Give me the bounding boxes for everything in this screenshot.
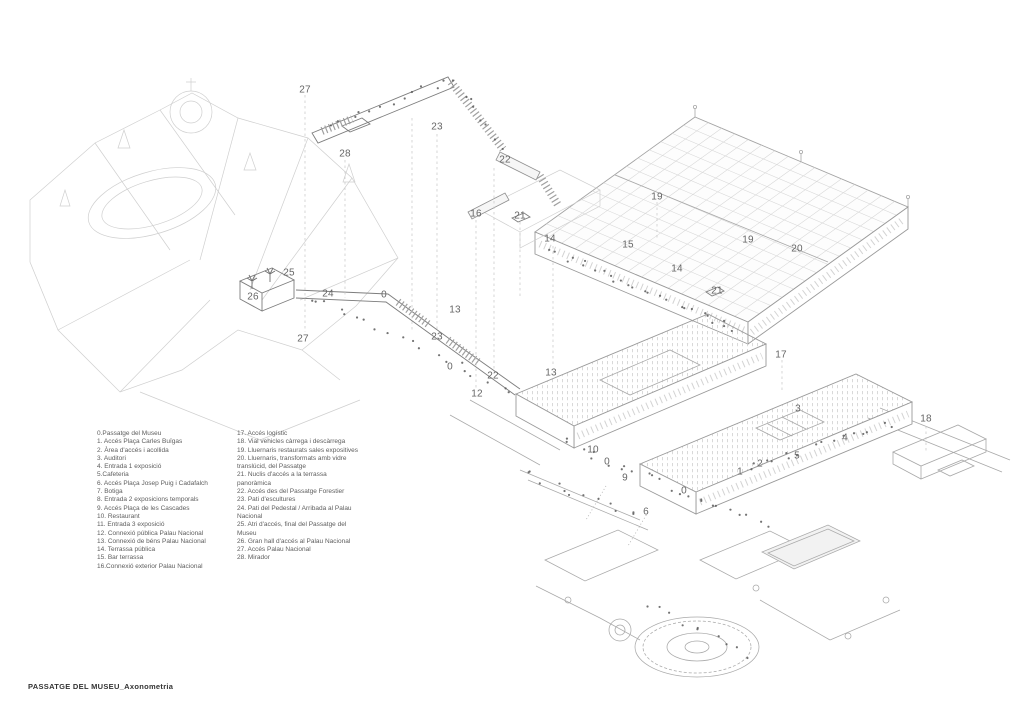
drawing-label-10: 10 [587,444,599,456]
people-dots [311,79,893,660]
legend-item: 0.Passatge del Museu [97,430,162,437]
legend-item: 9. Accés Plaça de les Cascades [97,504,190,512]
legend-item: 2. Àrea d'accés i acollida [97,446,169,454]
drawing-label-24: 24 [322,288,334,300]
legend-item: 27. Accés Palau Nacional [237,546,311,554]
drawing-label-18: 18 [920,413,932,425]
sheet-title: PASSATGE DEL MUSEU_Axonometria [28,682,174,691]
legend-item: 3. Auditori [97,454,126,462]
legend-item: 20. Lluernaris, transformats amb vidre t… [237,454,347,471]
drawing-label-2: 2 [757,458,763,470]
legend-item: 22. Accés des del Passatge Forestier [237,488,345,496]
palau-nacional-sketch [29,78,399,441]
drawing-label-19: 19 [651,191,663,203]
drawing-label-16: 16 [470,208,482,220]
drawing-label-26: 26 [247,291,259,303]
gardens-and-fountain [449,399,901,678]
drawing-label-21: 21 [514,210,526,222]
drawing-label-13: 13 [545,367,557,379]
legend-item: 28. Mirador [237,554,270,562]
legend-item: 15. Bar terrassa [97,554,144,562]
roof-grid-lines [546,122,897,317]
museum-bars [514,313,914,515]
drawing-label-0: 0 [447,361,453,373]
drawing-label-4: 4 [842,432,848,444]
drawing-label-5: 5 [794,450,800,462]
legend-item: 14. Terrassa pública [97,546,156,554]
legend-item: 10. Restaurant [97,512,140,520]
drawing-label-3: 3 [795,403,801,415]
legend-item: 7. Botiga [97,488,123,496]
drawing-label-0: 0 [681,485,687,497]
legend-item: 26. Gran hall d'accés al Palau Nacional [237,537,351,545]
drawing-label-14: 14 [671,263,683,275]
legend-item: 12. Connexió pública Palau Nacional [97,529,204,537]
legend-item: 25. Atri d'accés, final del Passatge del… [237,521,347,537]
drawing-label-28: 28 [339,148,351,160]
drawing-label-23: 23 [431,331,443,343]
legend-item: 8. Entrada 2 exposicions temporals [97,496,199,504]
drawing-label-9: 9 [622,472,628,484]
legend-item: 17. Accés logístic [237,430,288,437]
drawing-label-17: 17 [775,349,787,361]
passage-route [238,76,725,396]
drawing-label-0: 0 [604,456,610,468]
legend-item: 21. Nuclis d'accés a la terrassa panoràm… [237,471,327,487]
drawing-label-6: 6 [643,506,649,518]
drawing-label-20: 20 [791,243,803,255]
legend-item: 18. Vial vehicles càrrega i descàrrega [237,438,346,446]
drawing-label-13: 13 [449,304,461,316]
skylight-roof [479,105,911,345]
drawing-label-15: 15 [622,239,634,251]
legend-item: 6. Accés Plaça Josep Puig i Cadafalch [97,479,208,487]
projection-lines [304,95,927,452]
drawing-label-1: 1 [737,466,743,478]
legend-item: 23. Pati d'escultures [237,496,296,504]
drawing-label-27: 27 [299,84,311,96]
legend-item: 1. Accés Plaça Carles Buïgas [97,438,183,446]
legend-item: 5.Cafeteria [97,471,129,479]
legend-item: 16.Connexió exterior Palau Nacional [97,562,203,570]
drawing-label-22: 22 [499,154,511,166]
drawing-label-0: 0 [381,289,387,301]
drawing-label-21: 21 [711,285,723,297]
drawing-label-14: 14 [544,233,556,245]
drawing-label-27: 27 [297,333,309,345]
drawing-label-22: 22 [487,370,499,382]
drawing-label-25: 25 [283,267,295,279]
legend-item: 19. Lluernaris restaurats sales expositi… [237,446,359,454]
drawing-label-19: 19 [742,234,754,246]
legend-item: 4. Entrada 1 exposició [97,463,162,471]
legend-item: 11. Entrada 3 exposició [97,521,165,529]
legend-item: 24. Pati del Pedestal / Arribada al Pala… [237,504,352,520]
drawing-label-12: 12 [471,388,483,400]
drawing-label-23: 23 [431,121,443,133]
legend-item: 13. Connexió de béns Palau Nacional [97,537,206,545]
atrium-access [238,267,296,312]
